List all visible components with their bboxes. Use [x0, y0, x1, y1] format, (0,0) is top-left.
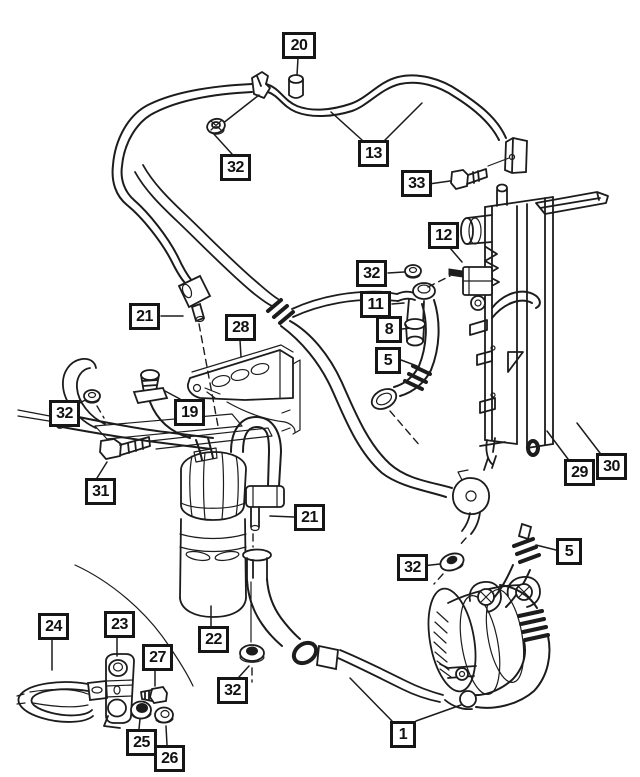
callout-box-1[interactable]: 1 [390, 721, 416, 748]
callout-box-20[interactable]: 20 [282, 32, 316, 59]
discharge-line-5 [370, 299, 440, 448]
callout-box-25[interactable]: 25 [126, 729, 157, 756]
callout-label: 32 [227, 158, 244, 176]
nut-32-lower-right [439, 552, 465, 572]
callout-box-11[interactable]: 11 [360, 291, 391, 318]
callout-label: 32 [363, 264, 380, 282]
suction-hose-run [280, 320, 490, 585]
bracket-28 [187, 344, 301, 435]
compressor-1 [427, 576, 551, 711]
callout-box-32d[interactable]: 32 [217, 677, 248, 704]
accumulator-22 [179, 416, 444, 703]
callout-label: 22 [205, 630, 222, 648]
callout-label: 30 [603, 457, 620, 475]
callout-box-23[interactable]: 23 [104, 611, 135, 638]
callout-label: 26 [161, 749, 178, 767]
callout-box-29[interactable]: 29 [564, 459, 595, 486]
callout-box-13[interactable]: 13 [358, 140, 389, 167]
callout-box-31[interactable]: 31 [85, 478, 116, 505]
callout-label: 5 [564, 542, 574, 560]
callout-label: 13 [365, 144, 382, 162]
callout-box-8[interactable]: 8 [376, 316, 402, 343]
nut-25 [130, 700, 152, 720]
callout-box-24[interactable]: 24 [38, 613, 69, 640]
callout-box-12[interactable]: 12 [428, 222, 459, 249]
callout-box-33[interactable]: 33 [401, 170, 432, 197]
callout-label: 33 [408, 174, 425, 192]
callout-label: 8 [384, 320, 394, 338]
callout-label: 20 [290, 36, 308, 54]
callout-label: 21 [301, 508, 318, 526]
callout-label: 23 [111, 615, 128, 633]
body-reference-line [74, 564, 194, 687]
callout-label: 32 [224, 681, 241, 699]
bolt-31 [99, 436, 151, 460]
callout-label: 32 [56, 404, 73, 422]
callout-box-21b[interactable]: 21 [294, 504, 325, 531]
callout-label: 29 [571, 463, 588, 481]
condenser-module [448, 183, 609, 471]
callout-box-32b[interactable]: 32 [356, 260, 387, 287]
callout-box-21a[interactable]: 21 [129, 303, 160, 330]
callout-box-32e[interactable]: 32 [397, 554, 428, 581]
callout-box-27[interactable]: 27 [142, 644, 173, 671]
callout-label: 25 [133, 733, 150, 751]
callout-label: 5 [383, 351, 393, 369]
bolt-27 [140, 686, 168, 704]
fitting-21a [177, 274, 219, 427]
callout-box-26[interactable]: 26 [154, 745, 185, 772]
callout-label: 11 [367, 295, 384, 313]
clamp-24 [16, 680, 108, 723]
callout-label: 19 [181, 403, 198, 421]
callout-label: 21 [136, 307, 153, 325]
callout-box-30[interactable]: 30 [596, 453, 627, 480]
callout-label: 32 [404, 558, 421, 576]
washer-26 [154, 706, 174, 724]
bolt-33 [450, 168, 488, 191]
nut-32-top [206, 117, 226, 135]
callout-label: 31 [92, 482, 109, 500]
callout-box-5b[interactable]: 5 [556, 538, 582, 565]
nut-32-bottom-center [239, 644, 265, 663]
callout-box-28[interactable]: 28 [225, 314, 256, 341]
callout-label: 1 [398, 725, 408, 743]
callout-box-19[interactable]: 19 [174, 399, 205, 426]
callout-box-22[interactable]: 22 [198, 626, 229, 653]
callout-label: 24 [45, 617, 62, 635]
callout-box-32c[interactable]: 32 [49, 400, 80, 427]
leader-lines [51, 57, 601, 746]
nut-32-mid-right [404, 264, 422, 279]
callout-box-5a[interactable]: 5 [375, 347, 401, 374]
bracket-23 [103, 653, 174, 729]
callout-box-32a[interactable]: 32 [220, 154, 251, 181]
callout-label: 12 [435, 226, 452, 244]
callout-label: 27 [149, 648, 166, 666]
callout-label: 28 [232, 318, 249, 336]
valve-8-11 [396, 264, 451, 347]
